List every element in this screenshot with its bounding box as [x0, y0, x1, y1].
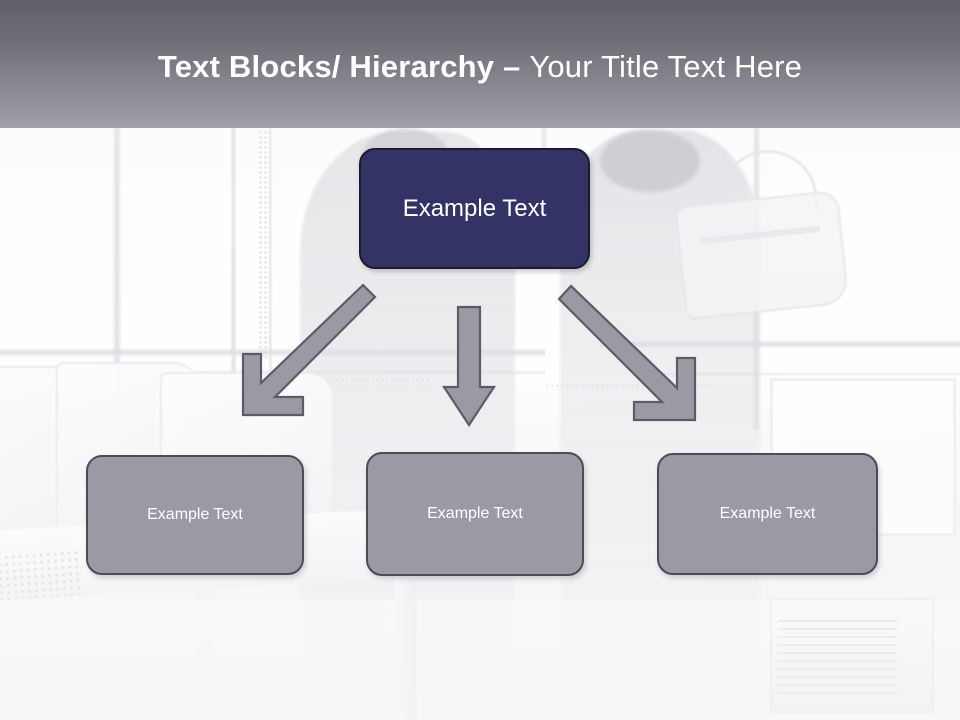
page-title-bold: Text Blocks/ Hierarchy	[157, 49, 504, 84]
hierarchy-root-label: Example Text	[402, 194, 547, 222]
hierarchy-child-node-3[interactable]: Example Text	[657, 453, 878, 575]
hierarchy-child-label: Example Text	[147, 506, 243, 523]
arrow-down-left-icon	[241, 283, 377, 417]
hierarchy-child-node-2[interactable]: Example Text	[366, 452, 584, 576]
page-title: Text Blocks/ Hierarchy – Your Title Text…	[0, 48, 960, 86]
hierarchy-child-label: Example Text	[427, 505, 523, 522]
arrow-down-icon	[441, 305, 497, 428]
page-title-separator: –	[503, 49, 530, 84]
hierarchy-root-node[interactable]: Example Text	[359, 148, 590, 269]
hierarchy-child-node-1[interactable]: Example Text	[86, 455, 304, 575]
title-band: Text Blocks/ Hierarchy – Your Title Text…	[0, 0, 960, 128]
hierarchy-child-label: Example Text	[719, 505, 816, 522]
page-title-light: Your Title Text Here	[529, 49, 803, 84]
arrow-down-right-icon	[557, 284, 697, 422]
